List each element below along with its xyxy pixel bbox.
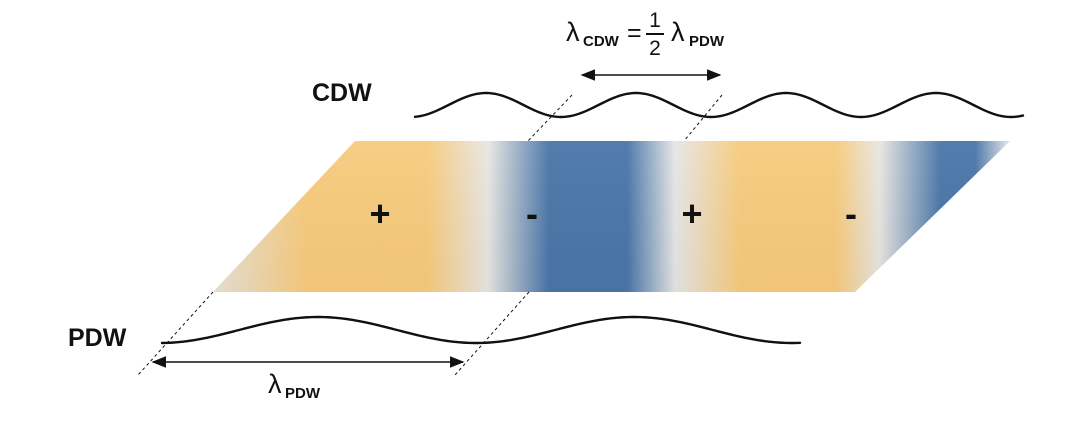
formula-lambda-cdw: λ xyxy=(566,17,580,47)
formula-numerator: 1 xyxy=(649,9,661,32)
formula-cdw-subscript: CDW xyxy=(583,33,620,50)
dashed-guides xyxy=(137,94,723,376)
pdw-lambda: λ xyxy=(268,369,282,399)
formula-lambda-pdw: λ xyxy=(671,17,685,47)
sign-negative-1: - xyxy=(526,193,538,234)
sign-positive-1: + xyxy=(369,193,390,234)
stripe-plane-shade xyxy=(213,141,1010,292)
formula-pdw-subscript: PDW xyxy=(689,33,725,50)
wavelength-formula: λ CDW = 1 2 λ PDW xyxy=(566,9,725,60)
cdw-wave xyxy=(413,91,1025,119)
guide-pdw-1 xyxy=(137,291,214,376)
guide-pdw-2 xyxy=(454,291,530,376)
pdw-wave xyxy=(160,315,802,345)
pdw-label: PDW xyxy=(68,324,127,352)
guide-cdw-1 xyxy=(527,94,573,142)
guide-cdw-2 xyxy=(683,94,723,142)
formula-denominator: 2 xyxy=(649,37,661,60)
sign-positive-2: + xyxy=(681,193,702,234)
pdw-subscript: PDW xyxy=(285,385,321,402)
cdw-label: CDW xyxy=(312,79,372,107)
sign-negative-2: - xyxy=(845,193,857,234)
pdw-wavelength-label: λ PDW xyxy=(268,369,321,402)
formula-equals: = xyxy=(627,19,642,47)
